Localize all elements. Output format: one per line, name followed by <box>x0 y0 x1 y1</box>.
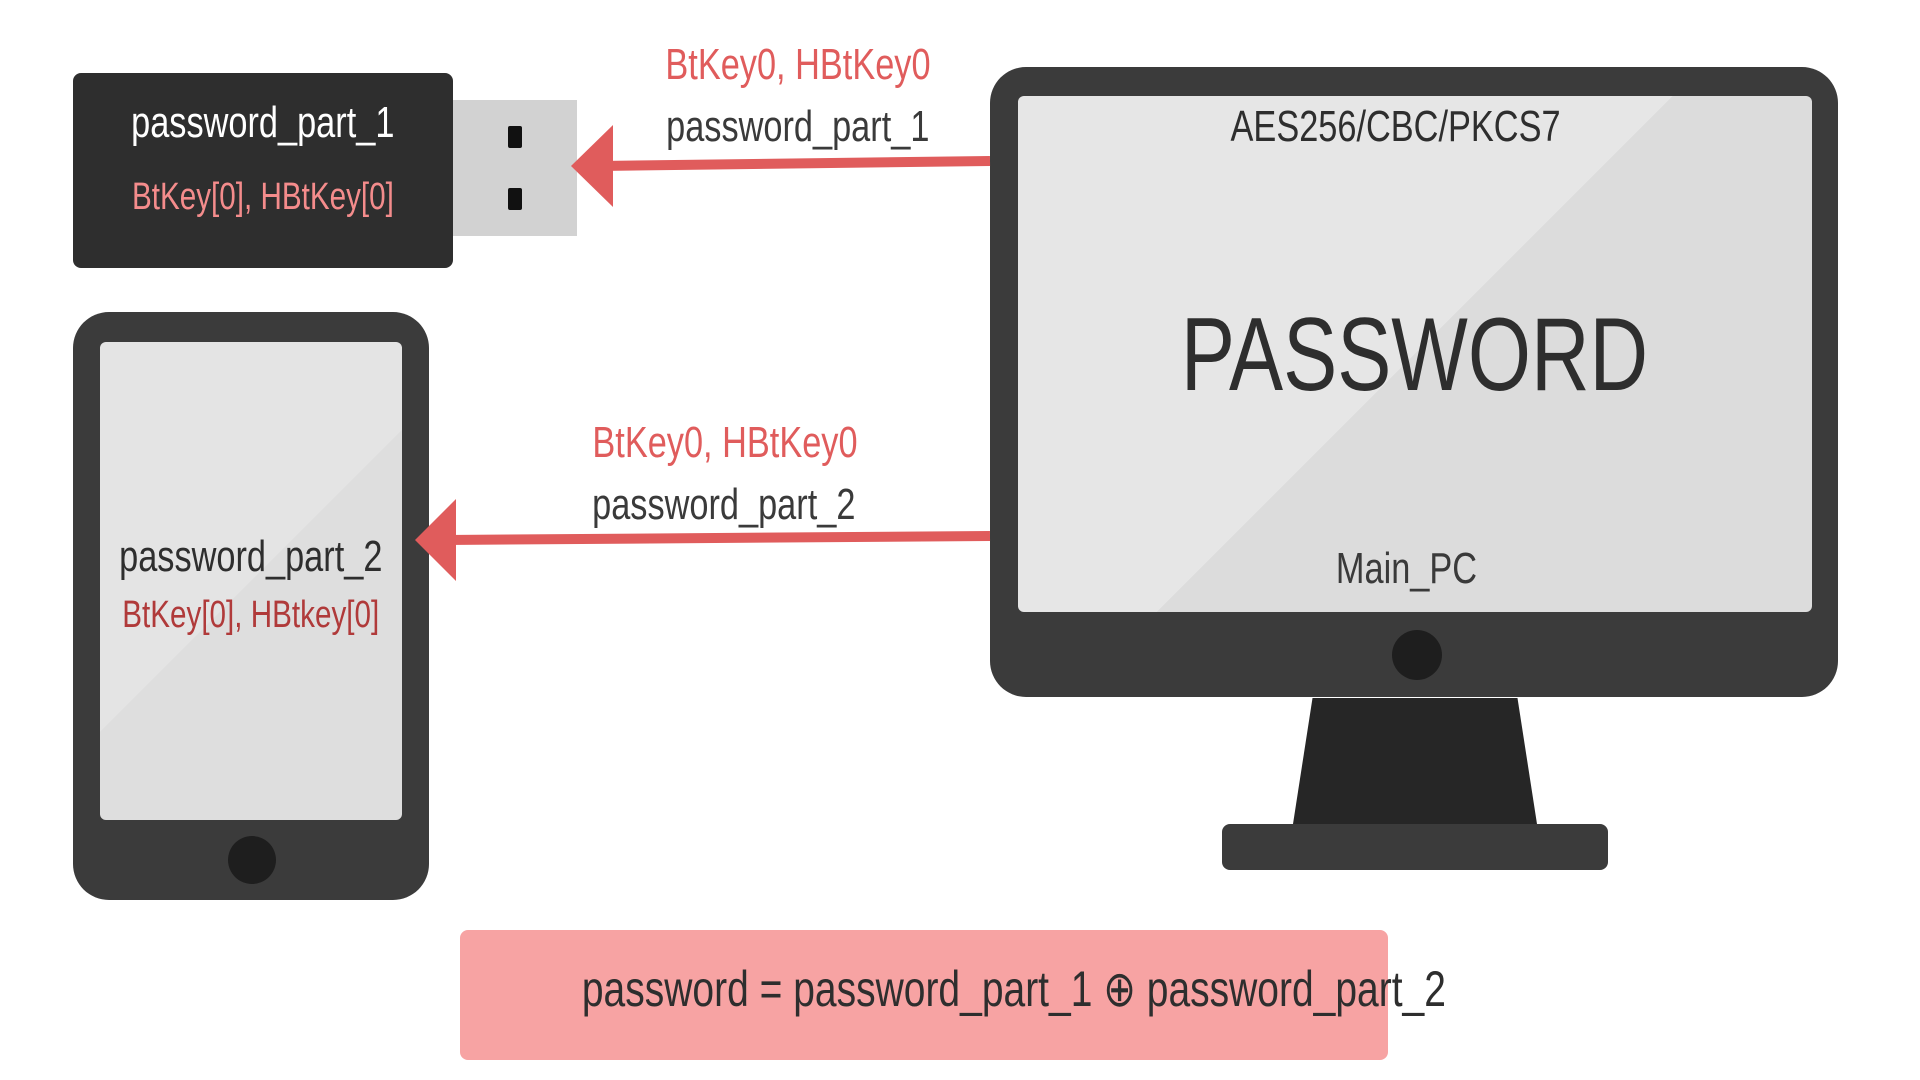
arrow-phone-part-label: password_part_2 <box>592 480 856 529</box>
arrow-usb-part-label: password_part_1 <box>666 102 930 151</box>
monitor-stand <box>1293 698 1537 824</box>
phone-home-button <box>228 836 276 884</box>
phone-screen <box>100 342 402 820</box>
password-title: PASSWORD <box>1181 297 1649 413</box>
arrow-usb-keys-container: BtKey0, HBtKey0 <box>618 40 978 90</box>
phone-keys-container: BtKey[0], HBtkey[0] <box>73 594 429 637</box>
usb-password-part-label: password_part_1 <box>131 98 395 147</box>
arrow-usb-part-container: password_part_1 <box>618 102 978 152</box>
arrow-phone-keys-label: BtKey0, HBtKey0 <box>592 418 858 467</box>
cipher-label: AES256/CBC/PKCS7 <box>1230 102 1562 151</box>
usb-keys-label: BtKey[0], HBtKey[0] <box>132 176 394 218</box>
main-pc-label-container: Main_PC <box>1018 544 1794 594</box>
usb-connector <box>453 100 577 236</box>
arrow-phone-keys-container: BtKey0, HBtKey0 <box>555 418 875 468</box>
phone-keys-label: BtKey[0], HBtkey[0] <box>122 594 380 636</box>
monitor-screen <box>1018 96 1812 612</box>
phone-label-container: password_part_2 <box>73 532 429 582</box>
main-pc-label: Main_PC <box>1335 544 1477 593</box>
password-title-container: PASSWORD <box>1018 296 1812 415</box>
arrow-to-usb <box>571 125 991 207</box>
formula-box <box>460 930 1388 1060</box>
arrow-phone-part-container: password_part_2 <box>555 480 875 530</box>
usb-keys-container: BtKey[0], HBtKey[0] <box>73 176 453 219</box>
arrow-usb-keys-label: BtKey0, HBtKey0 <box>665 40 931 89</box>
monitor-power-dot <box>1392 630 1442 680</box>
arrow-to-phone <box>415 499 991 581</box>
cipher-label-container: AES256/CBC/PKCS7 <box>1018 102 1774 152</box>
monitor-base <box>1222 824 1608 870</box>
formula-container: password = password_part_1 ⊕ password_pa… <box>460 960 1446 1018</box>
usb-drive-body <box>73 73 453 268</box>
phone-password-part-label: password_part_2 <box>119 532 383 581</box>
usb-pin <box>508 126 522 148</box>
usb-pin <box>508 188 522 210</box>
formula-text: password = password_part_1 ⊕ password_pa… <box>581 961 1446 1017</box>
usb-label-container: password_part_1 <box>73 98 453 148</box>
